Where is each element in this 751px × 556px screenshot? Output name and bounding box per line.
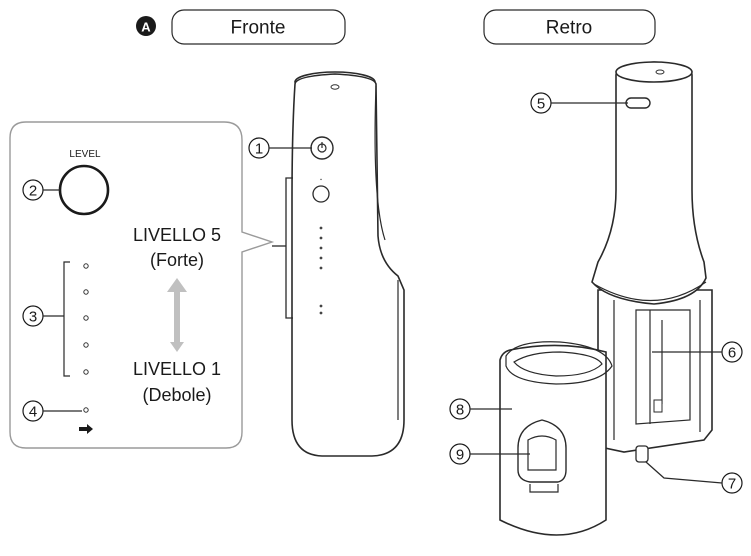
back-label-box: Retro bbox=[483, 9, 656, 45]
back-device: 5 6 7 8 9 bbox=[449, 61, 743, 536]
indicator-dot bbox=[83, 263, 89, 269]
tank-window bbox=[517, 419, 567, 483]
callout-7: 7 bbox=[728, 476, 736, 493]
charging-port bbox=[625, 97, 651, 109]
detail-panel: LEVEL LIVELLO 5 (Forte) LIVELLO 1 (Debol… bbox=[9, 121, 275, 449]
level5-line2: (Forte) bbox=[150, 250, 204, 270]
callout-2: 2 bbox=[29, 183, 37, 200]
level1-line2: (Debole) bbox=[142, 385, 211, 405]
back-label: Retro bbox=[546, 18, 592, 39]
indicator-dot bbox=[83, 289, 89, 295]
level-button bbox=[58, 164, 110, 216]
charge-indicator-dot bbox=[83, 407, 89, 413]
callout-9: 9 bbox=[456, 447, 464, 464]
level-indicators bbox=[63, 261, 89, 377]
front-label: Fronte bbox=[231, 18, 286, 39]
level-text: LEVEL bbox=[69, 149, 101, 160]
level5-line1: LIVELLO 5 bbox=[133, 225, 221, 245]
callout-6: 6 bbox=[728, 345, 736, 362]
device-level-button bbox=[312, 185, 330, 203]
device-level-mark: ▪ bbox=[320, 177, 322, 183]
badge-a: A bbox=[136, 16, 156, 36]
charge-arrow-icon bbox=[79, 424, 93, 434]
callout-5: 5 bbox=[537, 96, 545, 113]
callout-8: 8 bbox=[456, 402, 464, 419]
strength-arrow-icon bbox=[167, 278, 187, 352]
callout-1: 1 bbox=[255, 141, 263, 158]
callout-4: 4 bbox=[29, 404, 37, 421]
front-device: ▪ 1 bbox=[248, 71, 405, 457]
front-label-box: Fronte bbox=[171, 9, 346, 45]
badge-letter: A bbox=[141, 20, 151, 35]
indicator-dot bbox=[83, 315, 89, 321]
indicator-dot bbox=[83, 369, 89, 375]
level1-line1: LIVELLO 1 bbox=[133, 359, 221, 379]
callout-3: 3 bbox=[29, 309, 37, 326]
indicator-dot bbox=[83, 342, 89, 348]
